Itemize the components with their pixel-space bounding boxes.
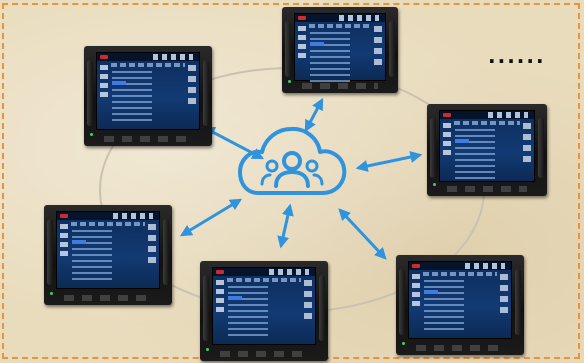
status-led <box>50 292 53 295</box>
front-panel-controls <box>104 136 192 142</box>
rack-handle <box>203 275 209 341</box>
device-screen <box>56 211 160 289</box>
device-screen <box>212 267 316 345</box>
rack-handle <box>430 118 436 178</box>
front-panel-controls <box>220 351 308 357</box>
double-arrow-icon <box>355 151 423 172</box>
rack-handle <box>203 60 209 126</box>
rack-handle <box>163 219 169 285</box>
front-panel-controls <box>447 186 527 192</box>
rack-handle <box>515 269 521 335</box>
rack-handle <box>538 118 544 178</box>
status-led <box>402 342 405 345</box>
rack-handle <box>87 60 93 126</box>
double-arrow-icon <box>338 208 387 260</box>
double-arrow-icon <box>179 198 243 237</box>
device-bottom-right[interactable] <box>396 255 524 355</box>
device-top-center[interactable] <box>282 7 398 93</box>
rack-handle <box>319 275 325 341</box>
cloud-users-icon <box>238 126 347 195</box>
device-bottom-center[interactable] <box>200 261 328 361</box>
device-top-left[interactable] <box>84 46 212 146</box>
front-panel-controls <box>416 345 504 351</box>
rack-handle <box>47 219 53 285</box>
device-screen <box>294 13 386 82</box>
device-screen <box>96 52 200 130</box>
status-led <box>206 348 209 351</box>
double-arrow-icon <box>304 97 324 133</box>
device-left[interactable] <box>44 205 172 305</box>
front-panel-controls <box>64 295 152 301</box>
more-devices-indicator: ...... <box>488 44 546 68</box>
status-led <box>90 133 93 136</box>
front-panel-controls <box>302 83 378 89</box>
device-screen <box>439 110 535 182</box>
device-screen <box>408 261 512 339</box>
device-right[interactable] <box>427 104 547 196</box>
double-arrow-icon <box>277 203 294 249</box>
rack-handle <box>389 21 395 77</box>
rack-handle <box>285 21 291 77</box>
rack-handle <box>399 269 405 335</box>
status-led <box>433 183 436 186</box>
status-led <box>288 80 291 83</box>
